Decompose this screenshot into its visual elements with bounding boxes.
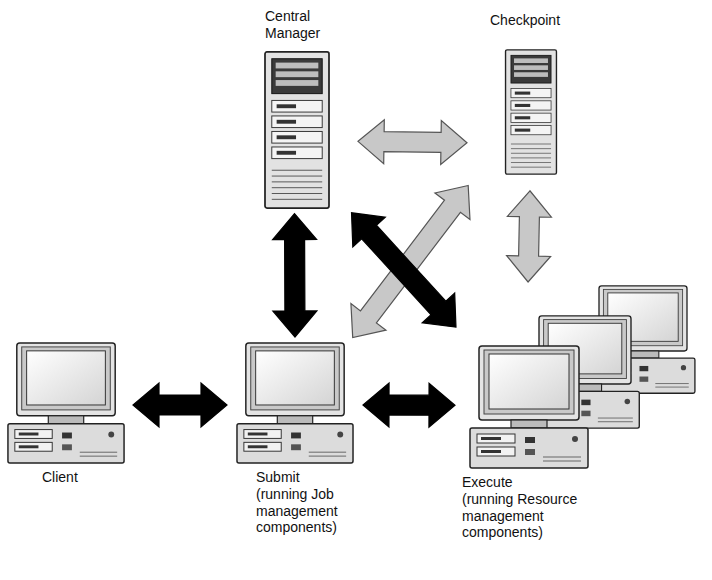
node-label: Execute [458,474,612,491]
central-manager-server: Central Manager [245,8,357,211]
fat-arrow [507,191,552,282]
fat-arrow [133,383,227,427]
fat-arrow [273,214,317,337]
node-label: Central Manager [245,8,337,42]
fat-arrow [351,186,470,338]
computer-icon [470,33,590,188]
node-label: Submit [230,469,366,486]
node-sublabel: (running Job management components) [230,486,360,536]
computer-icon [230,340,360,465]
fat-arrow [352,213,456,327]
execute-computers: Execute(running Resource management comp… [458,285,710,541]
node-label: Checkpoint [470,12,600,29]
computer-icon [245,46,355,211]
pc-icon [237,343,353,463]
fat-arrow [358,120,467,165]
pc-icon [8,343,124,463]
node-sublabel: (running Resource management components) [458,491,596,541]
pc-icon [470,346,588,468]
computer-icon [2,340,130,465]
computer-icon [458,285,708,470]
server-icon [265,52,329,208]
fat-arrow [363,383,455,427]
node-label: Client [2,469,122,486]
client-computer: Client [2,340,132,486]
server-icon [506,50,557,174]
submit-computer: Submit(running Job management components… [230,340,368,536]
checkpoint-server: Checkpoint [470,12,602,188]
